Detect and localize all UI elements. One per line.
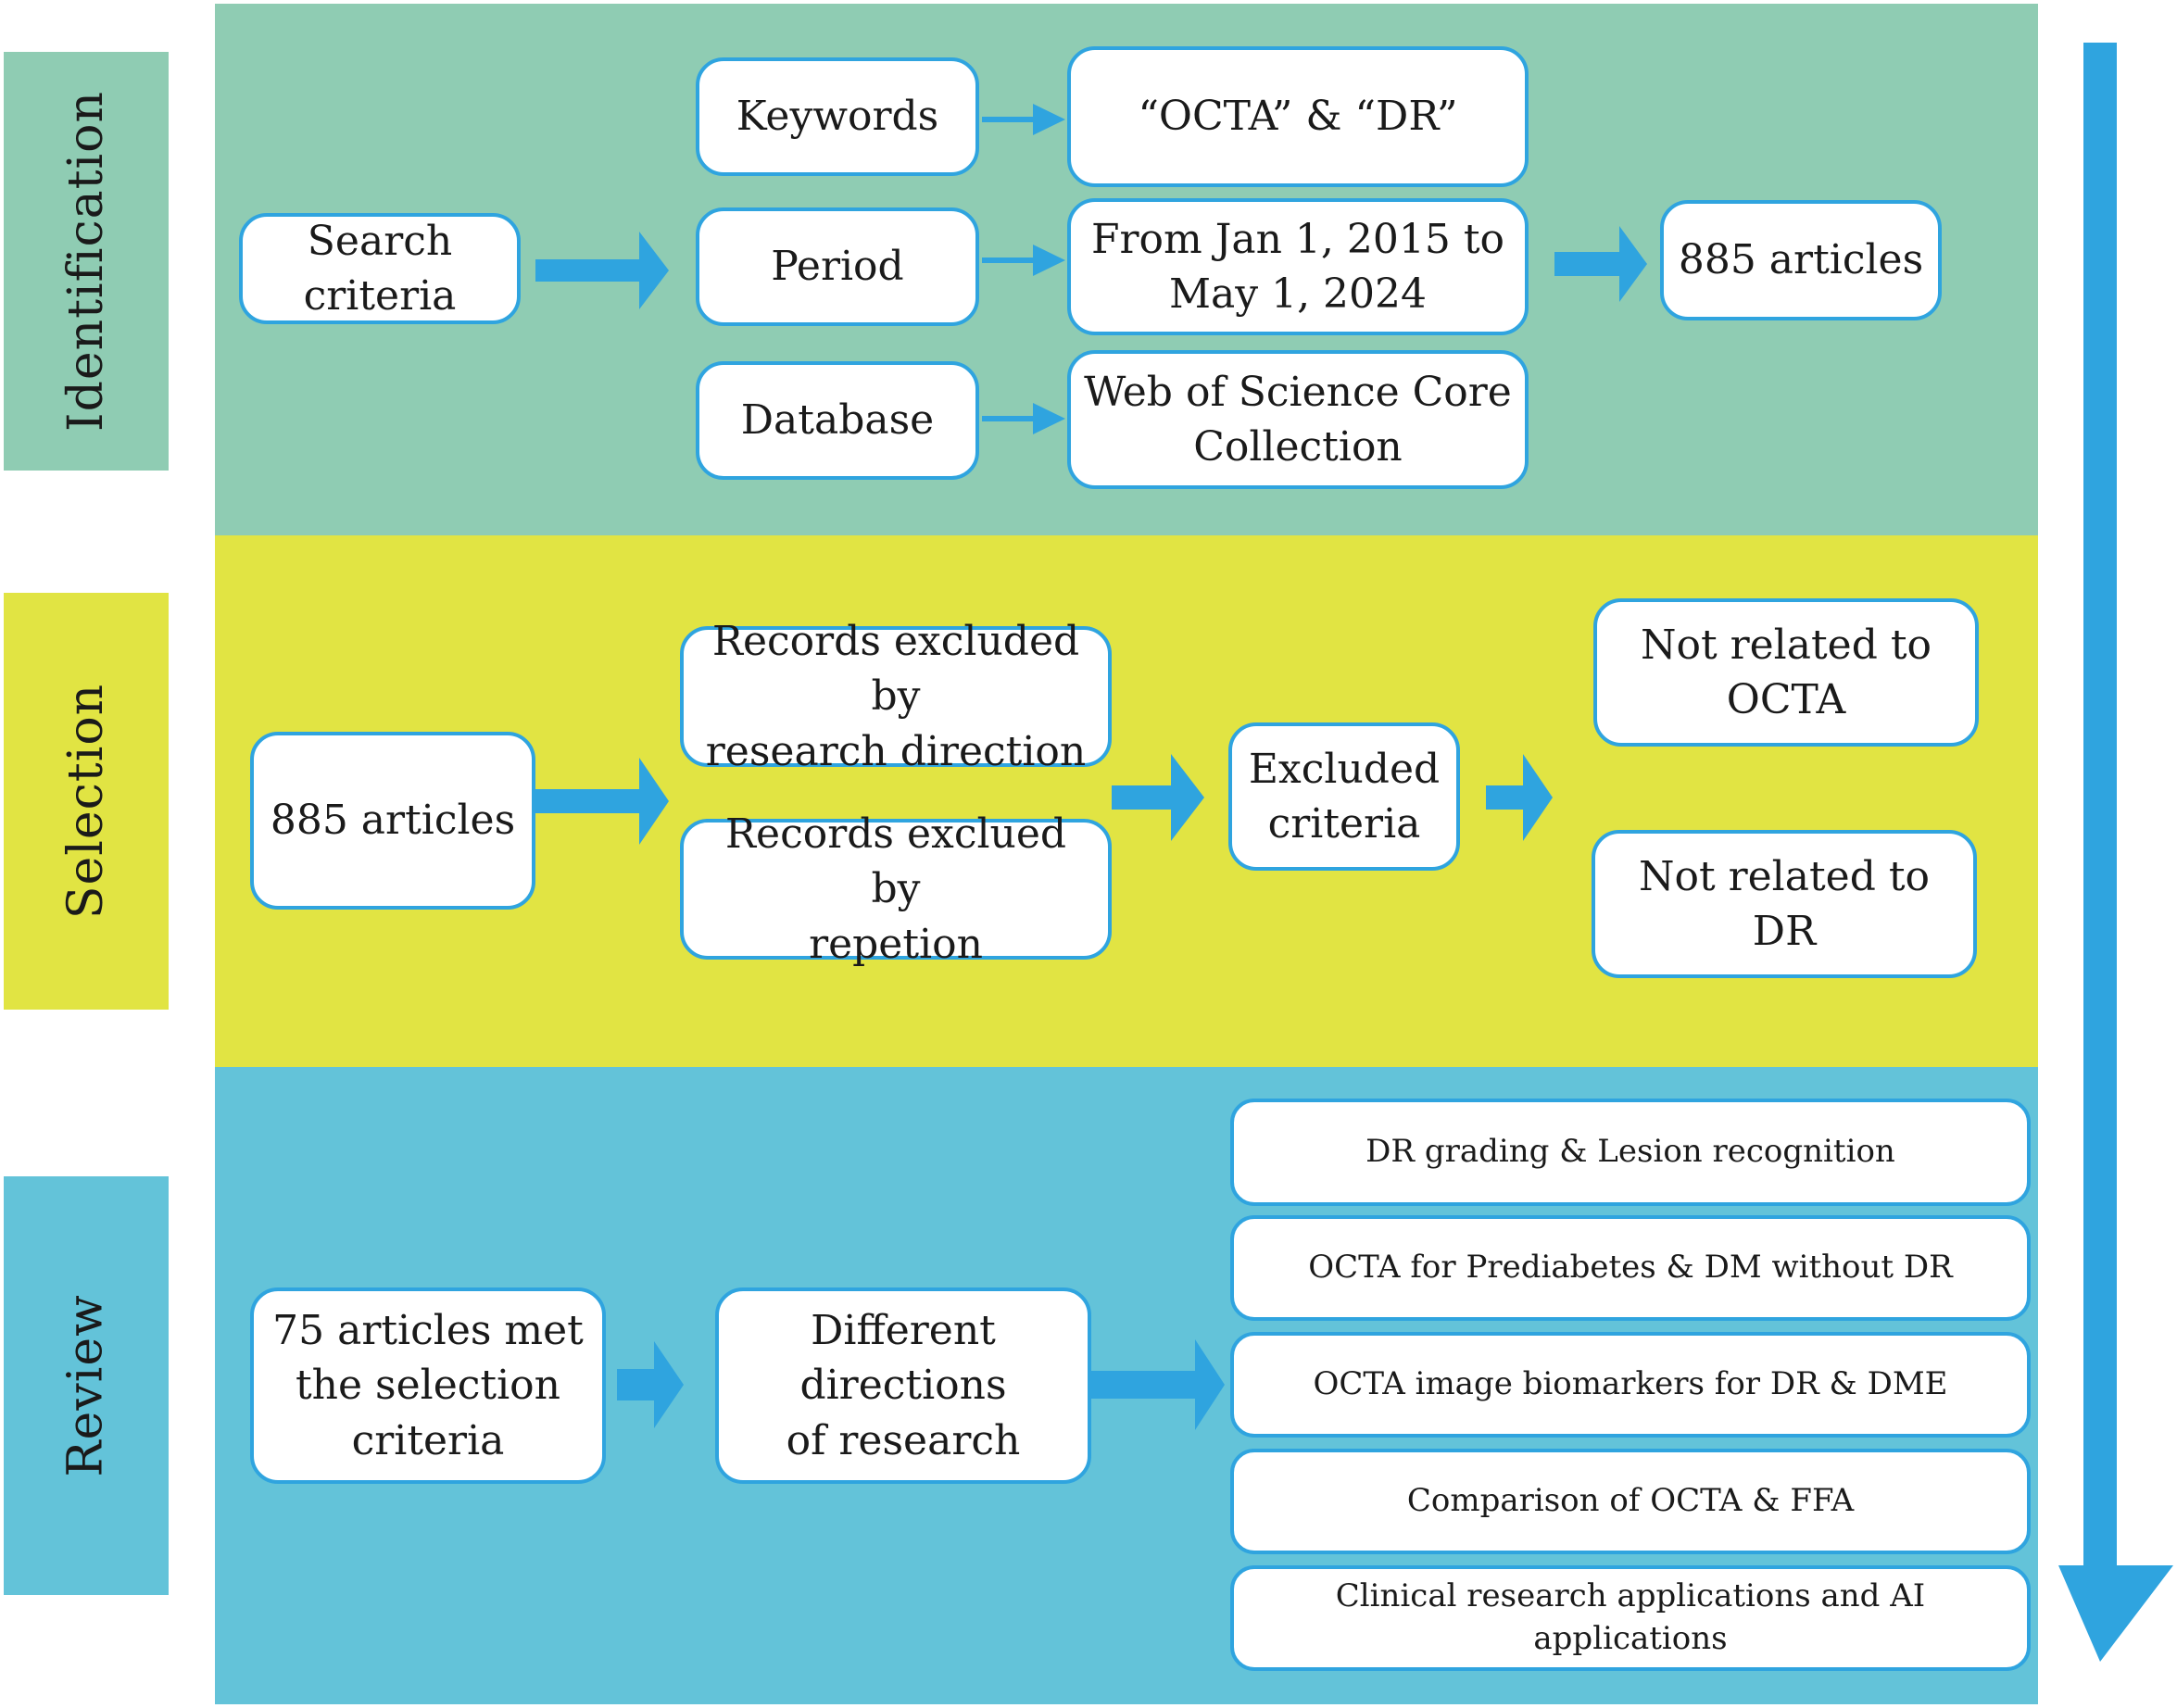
topic-box: OCTA image biomarkers for DR & DME [1230,1332,2031,1438]
topic-box: DR grading & Lesion recognition [1230,1099,2031,1206]
met-criteria-box: 75 articles met the selection criteria [250,1287,606,1484]
arrow-directions-to-topics [1091,1339,1225,1430]
arrow-fields-to-result [1554,226,1647,302]
stage-label-identification: Identification [4,52,169,471]
database-value-box: Web of Science Core Collection [1067,350,1529,489]
identification-result-box: 885 articles [1660,200,1942,320]
period-value-box: From Jan 1, 2015 to May 1, 2024 [1067,198,1529,335]
arrow-search-to-fields [535,232,669,309]
topic-box: OCTA for Prediabetes & DM without DR [1230,1215,2031,1321]
keywords-box: Keywords [696,57,979,176]
search-criteria-box: Search criteria [239,213,521,324]
not-related-dr-box: Not related to DR [1592,830,1977,978]
arrow-keywords-to-value [982,104,1065,135]
excluded-direction-box: Records excluded by research direction [680,618,1112,775]
database-box: Database [696,361,979,480]
stage-label-selection: Selection [4,593,169,1010]
process-direction-arrow [2058,43,2173,1662]
excluded-criteria-box: Excluded criteria [1228,722,1460,871]
arrow-database-to-value [982,403,1065,434]
excluded-repetition-box: Records exclued by repetion [680,810,1112,968]
selection-input-box: 885 articles [250,732,535,910]
stage-label-review: Review [4,1176,169,1595]
arrow-met-to-directions [617,1341,684,1428]
period-box: Period [696,207,979,326]
topic-box: Clinical research applications and AI ap… [1230,1565,2031,1671]
arrow-period-to-value [982,245,1065,276]
arrow-input-to-exclusions [535,758,669,845]
research-directions-box: Different directions of research [715,1287,1091,1484]
arrow-exclusions-to-criteria [1112,754,1204,841]
arrow-criteria-to-reasons [1486,754,1553,841]
topic-box: Comparison of OCTA & FFA [1230,1449,2031,1554]
not-related-octa-box: Not related to OCTA [1593,598,1979,747]
keywords-value-box: “OCTA” & “DR” [1067,46,1529,187]
